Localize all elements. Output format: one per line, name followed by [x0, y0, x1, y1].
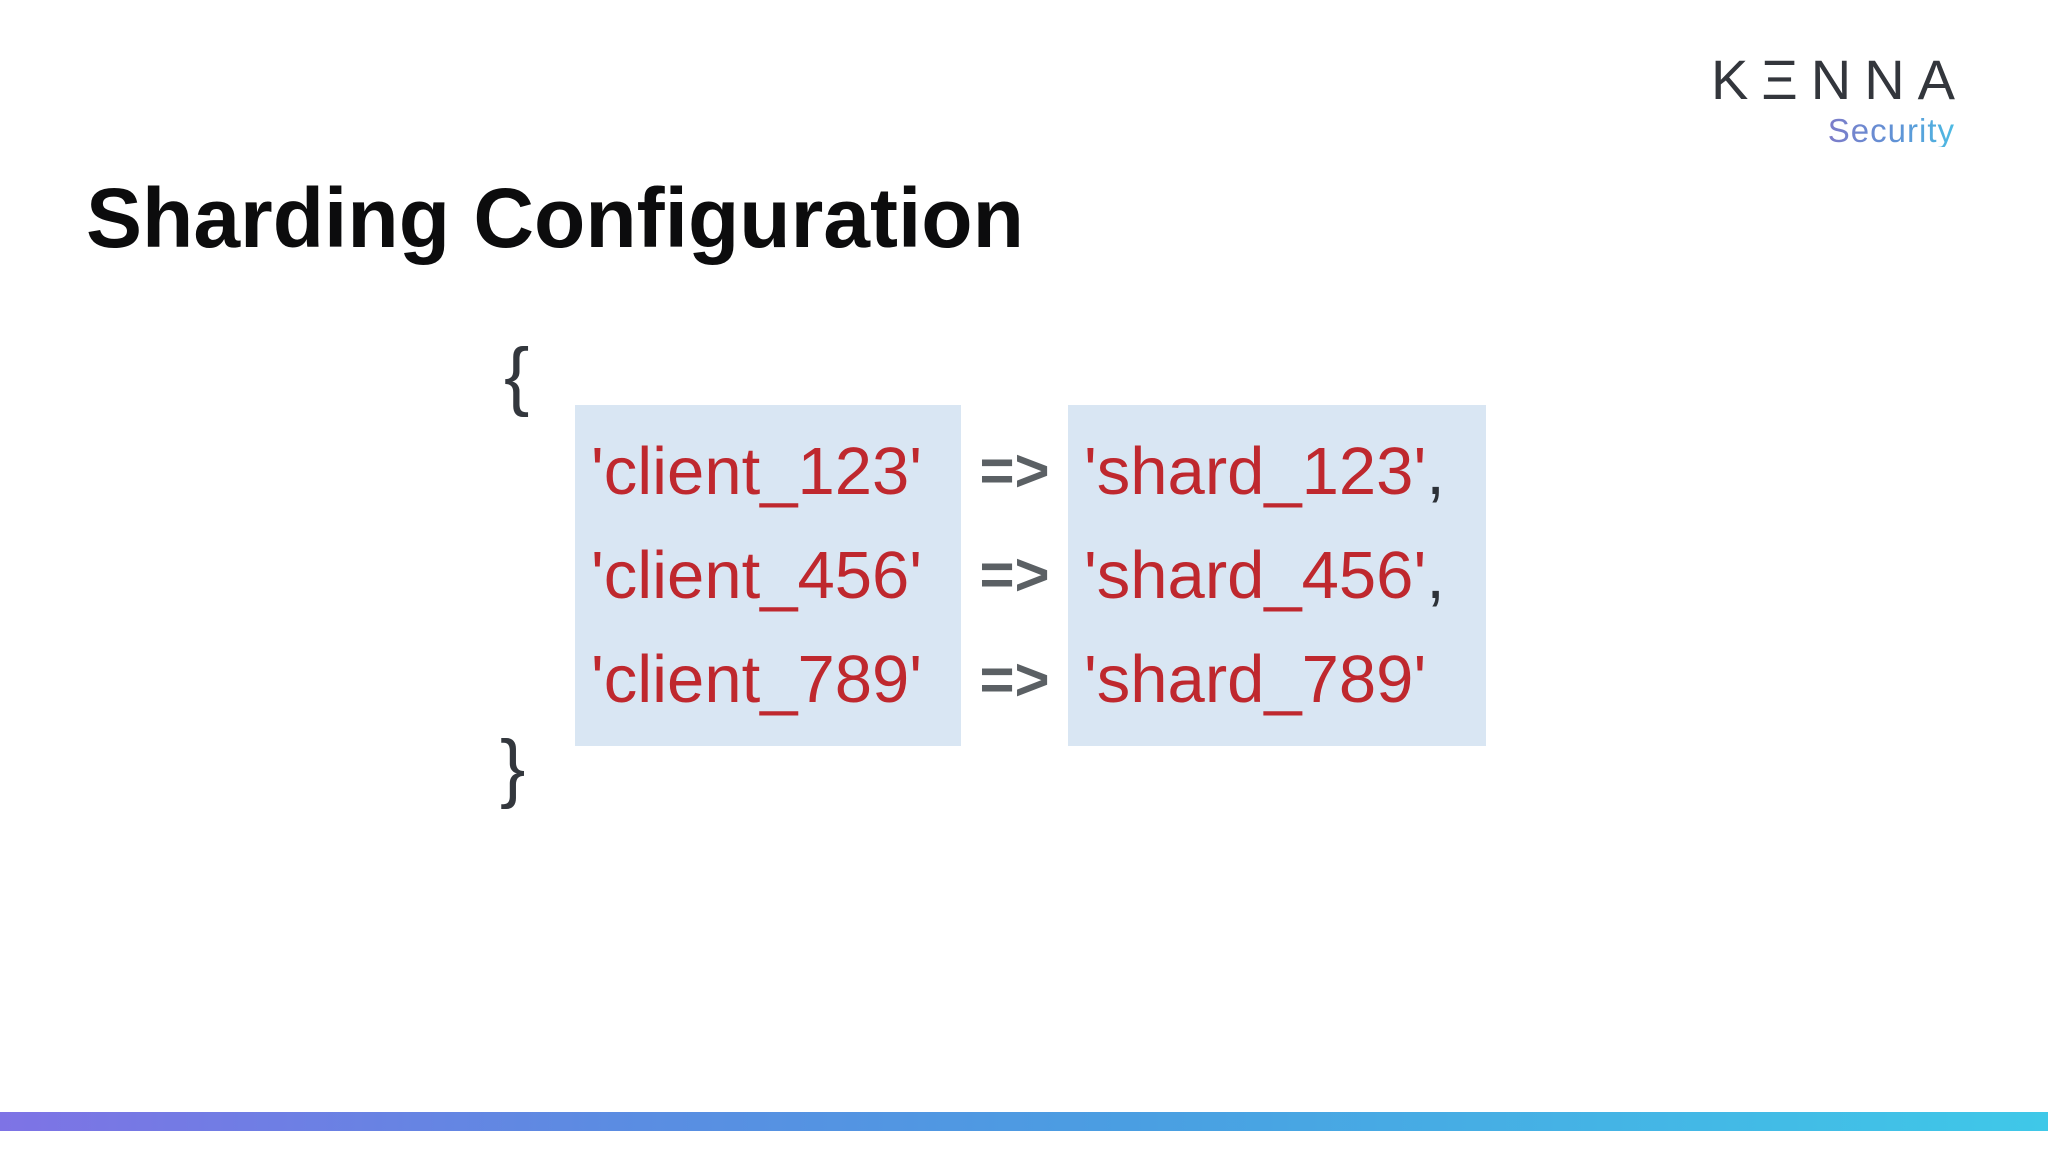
shard-values-highlight-box: [1068, 405, 1486, 746]
kenna-brand-wordmark: KΞNNA: [1711, 48, 1968, 111]
hash-open-brace: {: [504, 333, 530, 418]
row-comma: ,: [1426, 537, 1445, 613]
map-value-shard-123: 'shard_123': [1084, 433, 1427, 509]
hash-close-brace: }: [500, 725, 526, 810]
hash-row-client-789: 'client_789' => 'shard_789': [575, 646, 1486, 713]
hashrocket-operator: =>: [979, 541, 1050, 609]
map-key-client-123: 'client_123': [591, 433, 923, 509]
row-comma: ,: [1426, 433, 1445, 509]
hashrocket-operator: =>: [979, 437, 1050, 505]
hashrocket-operator: =>: [979, 645, 1050, 713]
hash-row-client-456: 'client_456' => 'shard_456' ,: [575, 542, 1486, 609]
map-key-client-789: 'client_789': [591, 642, 923, 718]
sharding-hash-map: 'client_123' => 'shard_123' , 'client_45…: [575, 405, 1486, 746]
page-title: Sharding Configuration: [86, 171, 1024, 266]
kenna-security-logo: KΞNNA Security: [1711, 52, 1955, 149]
security-brand-subtitle: Security: [1827, 112, 1955, 149]
map-key-client-456: 'client_456': [591, 537, 923, 613]
map-value-shard-789: 'shard_789': [1084, 642, 1427, 718]
hash-row-client-123: 'client_123' => 'shard_123' ,: [575, 438, 1486, 505]
hash-rows: 'client_123' => 'shard_123' , 'client_45…: [575, 405, 1486, 746]
map-value-shard-456: 'shard_456': [1084, 537, 1427, 613]
client-keys-highlight-box: [575, 405, 961, 746]
slide-footer-gradient-bar: [0, 1112, 2048, 1131]
